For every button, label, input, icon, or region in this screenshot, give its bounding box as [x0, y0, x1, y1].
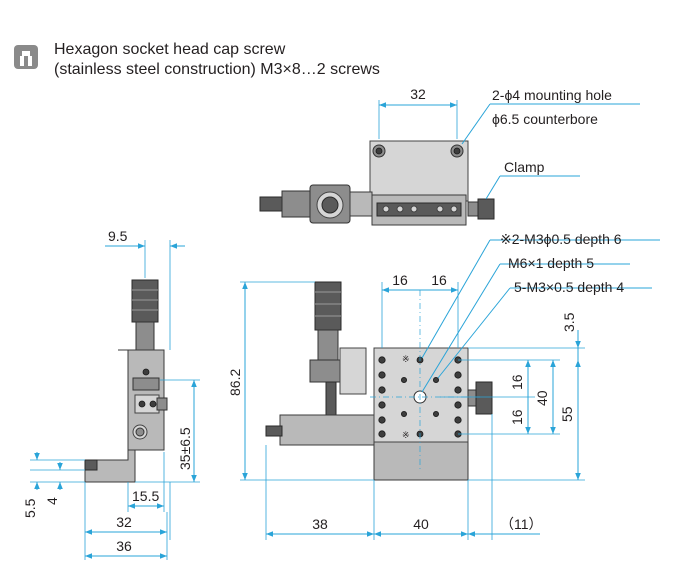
dim-11: （11） — [500, 516, 543, 532]
dim-32-side: 32 — [116, 514, 132, 530]
reference-mark-top: ※ — [402, 354, 410, 364]
front-clamp — [475, 381, 493, 415]
side-view: 9.5 35±6.5 5.5 4 15.5 3 — [22, 228, 200, 560]
mounting-hole-callout-1: 2-ϕ4 mounting hole — [492, 87, 612, 103]
top-rail — [376, 202, 462, 217]
dim-40-vertical: 40 — [534, 390, 550, 406]
front-micrometer-thimble — [314, 281, 342, 331]
dim-15-5: 15.5 — [132, 488, 159, 504]
dim-4: 4 — [44, 497, 60, 505]
reference-mark-bottom: ※ — [402, 430, 410, 440]
dim-32-top: 32 — [410, 86, 426, 102]
dim-35-tolerance: 35±6.5 — [177, 427, 193, 470]
micrometer-sleeve — [281, 190, 311, 218]
callout-m6-depth-5: M6×1 depth 5 — [508, 255, 594, 271]
side-micrometer-thimble — [131, 279, 159, 323]
screw-head-icon — [14, 45, 38, 69]
top-view: 32 2-ϕ4 mounting hole ϕ6.5 counterbore C… — [259, 86, 640, 226]
dim-40-horizontal: 40 — [413, 516, 429, 532]
clamp-callout: Clamp — [504, 159, 545, 175]
dim-5-5: 5.5 — [22, 498, 38, 518]
dim-3-5: 3.5 — [561, 312, 577, 332]
dim-9-5: 9.5 — [108, 228, 128, 244]
dim-55: 55 — [559, 406, 575, 422]
clamp-knob — [477, 198, 495, 220]
header-line-2: (stainless steel construction) M3×8…2 sc… — [54, 61, 380, 78]
dim-38: 38 — [312, 516, 328, 532]
callout-m3-depth-4: 5-M3×0.5 depth 4 — [514, 279, 624, 295]
dim-36: 36 — [116, 538, 132, 554]
header-line-1: Hexagon socket head cap screw — [54, 41, 286, 58]
front-base-left — [279, 414, 375, 446]
micrometer-thimble — [259, 196, 283, 212]
dim-16-right: 16 — [431, 272, 447, 288]
dim-16-lower: 16 — [509, 409, 525, 425]
dim-86-2: 86.2 — [227, 369, 243, 396]
mounting-hole-callout-2: ϕ6.5 counterbore — [492, 111, 598, 127]
dim-16-left: 16 — [392, 272, 408, 288]
callout-m3-depth-6: ※2-M3ϕ0.5 depth 6 — [500, 231, 622, 247]
dim-16-upper: 16 — [509, 374, 525, 390]
front-view: 16 16 86.2 3.5 16 16 40 — [227, 231, 660, 540]
